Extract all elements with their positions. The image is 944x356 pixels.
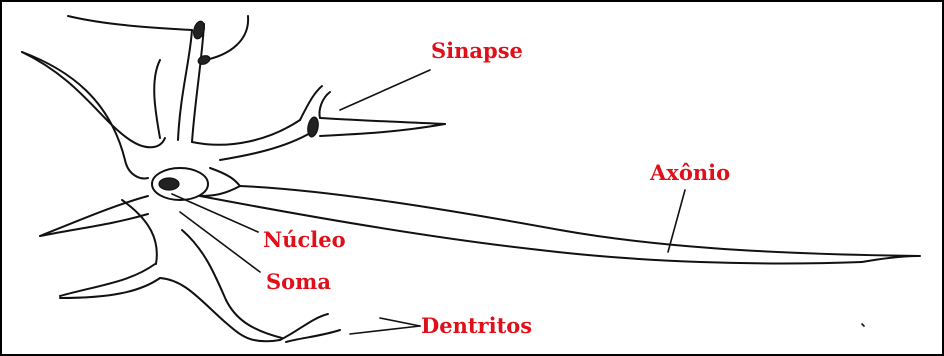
label-axonio: Axônio xyxy=(649,160,730,185)
label-sinapse: Sinapse xyxy=(431,38,523,63)
label-dentritos: Dentritos xyxy=(421,313,532,338)
label-nucleo: Núcleo xyxy=(263,227,346,252)
label-soma: Soma xyxy=(266,269,331,294)
